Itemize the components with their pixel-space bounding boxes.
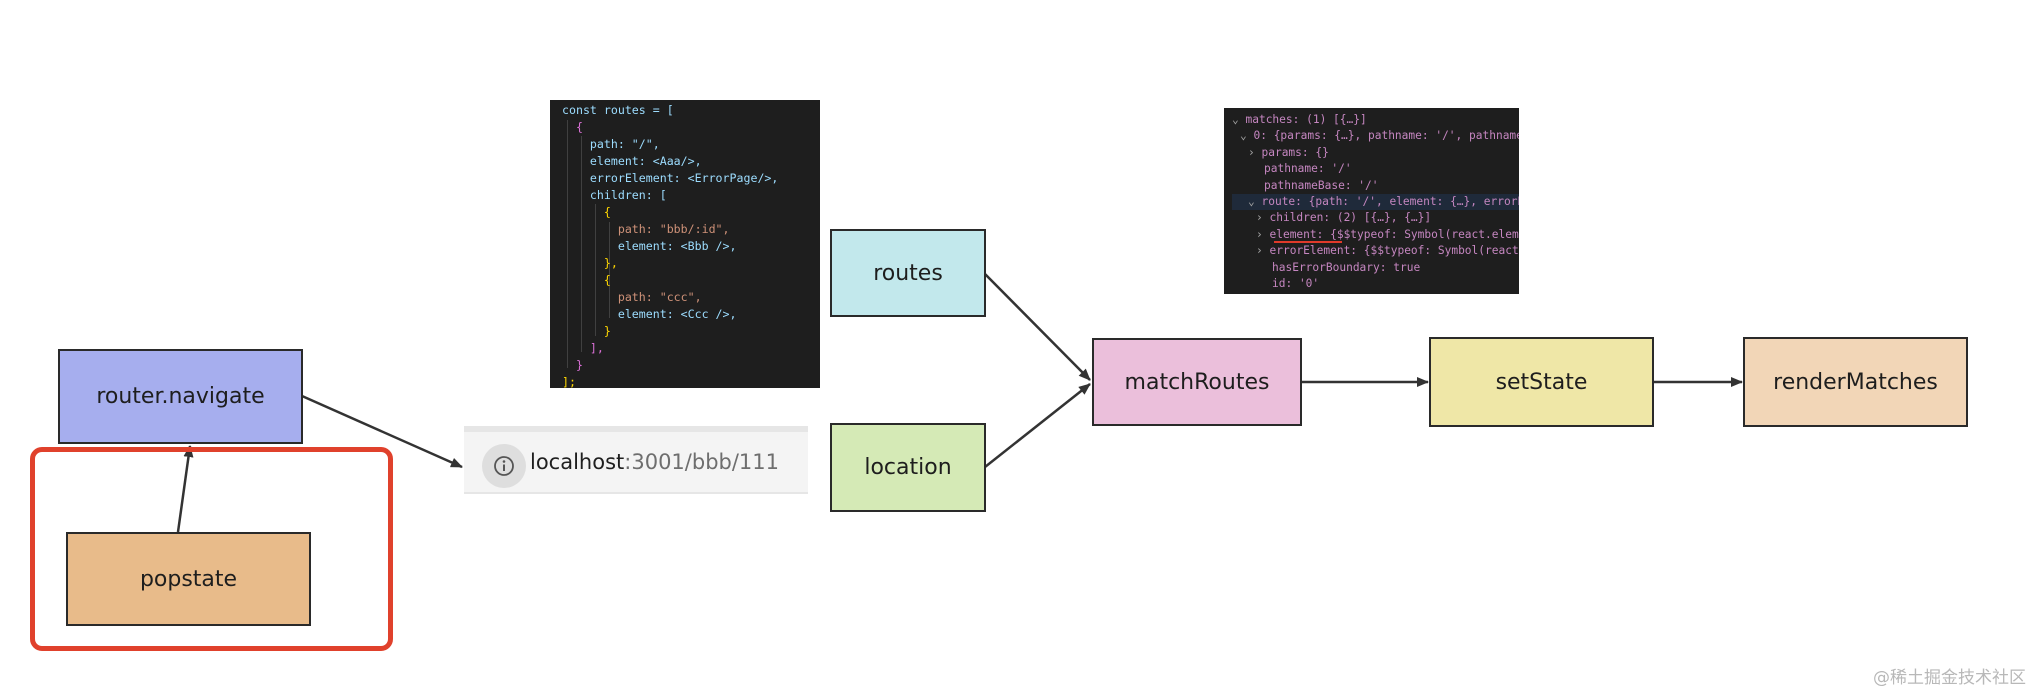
debug-line: pathname: '/' — [1264, 162, 1352, 176]
browser-url-bar[interactable]: localhost:3001/bbb/111 — [464, 426, 808, 494]
code-line: } — [562, 358, 583, 372]
url-text[interactable]: localhost:3001/bbb/111 — [530, 450, 779, 474]
node-set-state: setState — [1429, 337, 1654, 427]
debug-line: › errorElement: {$$typeof: Symbol(react. — [1256, 244, 1519, 258]
code-line: const routes = [ — [562, 103, 674, 117]
info-icon[interactable] — [482, 444, 526, 488]
node-match-routes: matchRoutes — [1092, 338, 1302, 426]
node-router-navigate-label: router.navigate — [96, 384, 265, 409]
popstate-highlight-frame — [30, 447, 393, 651]
code-line: element: <Bbb />, — [562, 239, 737, 253]
code-line: errorElement: <ErrorPage/>, — [562, 171, 779, 185]
url-path: :3001/bbb/111 — [624, 450, 780, 474]
debug-line: ⌄ matches: (1) [{…}] — [1232, 113, 1367, 126]
node-router-navigate: router.navigate — [58, 349, 303, 444]
debug-line: ⌄ 0: {params: {…}, pathname: '/', pathna… — [1240, 129, 1519, 143]
debug-line: › element: {$$typeof: Symbol(react.eleme — [1256, 227, 1519, 243]
node-routes: routes — [830, 229, 986, 317]
debug-line: hasErrorBoundary: true — [1272, 260, 1421, 274]
arrow-routes-to-match-routes — [984, 273, 1091, 381]
code-line: path: "/", — [562, 137, 660, 151]
watermark: @稀土掘金技术社区 — [1873, 668, 2026, 688]
code-line: } — [562, 324, 611, 338]
code-line: element: <Aaa/>, — [562, 154, 702, 168]
node-render-matches: renderMatches — [1743, 337, 1968, 427]
node-popstate: popstate — [66, 532, 311, 626]
url-host: localhost — [530, 450, 625, 474]
node-popstate-label: popstate — [139, 566, 238, 592]
node-routes-label: routes — [873, 260, 943, 286]
code-line: ], — [562, 341, 604, 355]
node-location: location — [830, 423, 986, 512]
arrow-router-navigate-to-url — [301, 394, 463, 469]
node-location-label: location — [864, 455, 952, 480]
code-line: path: "ccc", — [562, 290, 702, 304]
debug-line: id: '0' — [1272, 277, 1320, 291]
arrow-popstate-to-router-navigate — [176, 445, 194, 533]
debug-line: ⌄ route: {path: '/', element: {…}, error… — [1232, 194, 1519, 211]
code-line: { — [562, 205, 611, 219]
code-line: path: "bbb/:id", — [562, 222, 730, 236]
node-match-routes-label: matchRoutes — [1124, 369, 1270, 395]
debug-line: › params: {} — [1248, 145, 1329, 159]
code-line: element: <Ccc />, — [562, 307, 737, 321]
routes-code-snippet: const routes = [ { path: "/", element: <… — [550, 100, 820, 388]
node-render-matches-label: renderMatches — [1773, 369, 1938, 395]
arrow-location-to-match-routes — [984, 383, 1091, 468]
node-set-state-label: setState — [1495, 369, 1588, 395]
debug-line: › children: (2) [{…}, {…}] — [1256, 211, 1432, 225]
code-line: { — [562, 273, 611, 287]
code-line: ]; — [562, 375, 576, 388]
matches-debug-snippet: ⌄ matches: (1) [{…}] ⌄ 0: {params: {…}, … — [1224, 108, 1519, 294]
debug-line: pathnameBase: '/' — [1264, 178, 1379, 192]
code-line: children: [ — [562, 188, 667, 202]
code-line: { — [562, 120, 583, 134]
code-line: }, — [562, 256, 618, 270]
